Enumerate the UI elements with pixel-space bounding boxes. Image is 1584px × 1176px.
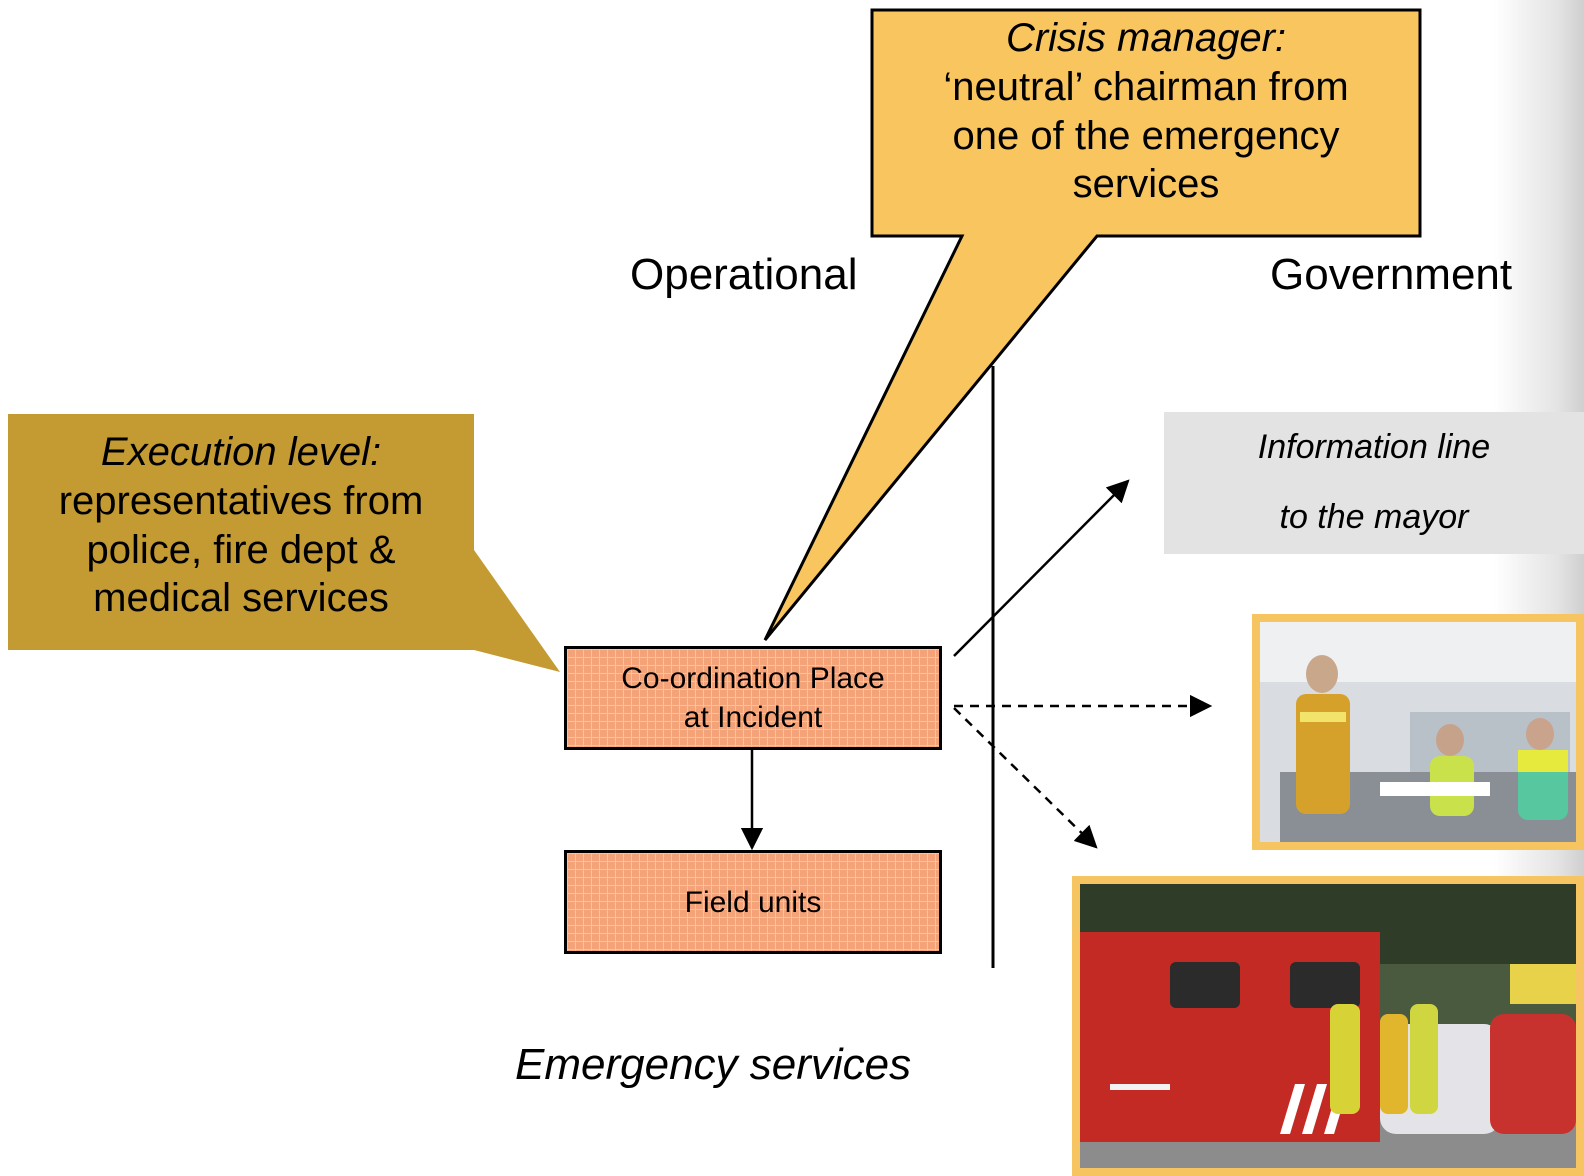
vehicles-photo-graphic <box>1080 884 1576 1168</box>
crisis-manager-text: Crisis manager: ‘neutral’ chairman from … <box>872 14 1420 209</box>
arrow-information-line <box>953 479 1130 657</box>
execution-level-text: Execution level: representatives from po… <box>8 428 474 623</box>
emergency-vehicles-photo-icon <box>1072 876 1584 1176</box>
coordination-line-2: at Incident <box>683 701 823 734</box>
execution-level-line: medical services <box>93 576 389 621</box>
field-units-box: Field units <box>564 850 942 954</box>
execution-level-line: representatives from <box>58 478 424 523</box>
execution-level-line: police, fire dept & <box>86 527 396 572</box>
crisis-manager-line: ‘neutral’ chairman from <box>943 64 1349 109</box>
execution-level-callout <box>8 414 560 672</box>
meeting-photo-graphic <box>1260 622 1576 842</box>
crisis-manager-title: Crisis manager: <box>1005 16 1287 60</box>
coordination-place-box: Co-ordination Place at Incident <box>564 646 942 750</box>
execution-level-title: Execution level: <box>100 430 382 474</box>
operational-heading: Operational <box>630 250 858 299</box>
information-line-1: Information line <box>1257 428 1491 467</box>
information-line-box: Information line to the mayor <box>1164 412 1584 554</box>
crisis-manager-line: one of the emergency <box>952 113 1340 158</box>
meeting-photo-icon <box>1252 614 1584 850</box>
crisis-manager-line: services <box>1072 162 1220 207</box>
emergency-services-label: Emergency services <box>515 1040 912 1089</box>
information-line-2: to the mayor <box>1279 498 1469 536</box>
dashed-arrow-vehicles <box>953 707 1098 849</box>
government-heading: Government <box>1270 250 1513 299</box>
crisis-manager-callout <box>763 8 1422 641</box>
coordination-line-1: Co-ordination Place <box>621 662 885 695</box>
